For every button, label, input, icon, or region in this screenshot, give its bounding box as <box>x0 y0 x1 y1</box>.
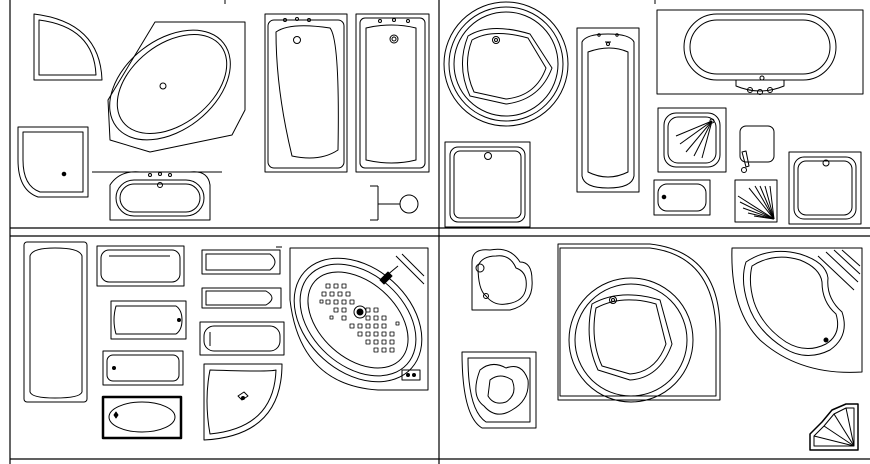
corner-oval-bath <box>107 21 246 153</box>
kidney-corner-spa <box>471 248 533 311</box>
tall-rect-bath <box>576 27 640 193</box>
round-whirlpool-bath <box>443 1 569 127</box>
shower-tray-with-fan <box>657 107 727 173</box>
tall-plain-bath <box>23 241 88 403</box>
oval-bath-with-taps <box>656 9 864 95</box>
corner-round-spa-small <box>461 351 537 429</box>
quarter-shower-tray <box>33 13 103 81</box>
corner-leaf-bath <box>203 363 283 441</box>
wall-mixer-tap <box>370 185 419 221</box>
rect-bath-left <box>355 13 430 173</box>
corner-fan-tray <box>734 179 778 223</box>
round-spa-large <box>557 243 721 403</box>
stepped-corner-shower <box>809 403 859 451</box>
panel-grid <box>9 0 870 464</box>
small-corner-basin <box>739 125 775 173</box>
square-shower-tray-small <box>788 151 862 225</box>
quadrant-shower-tray <box>17 126 89 198</box>
oval-freestanding-bath <box>92 171 222 221</box>
jet-grid <box>319 283 400 353</box>
rect-bath-right <box>264 13 348 173</box>
corner-jacuzzi <box>289 247 429 391</box>
kidney-bath-large <box>731 247 863 373</box>
bath-stack-small <box>96 245 285 440</box>
rect-basin-small <box>653 179 711 216</box>
square-shower-tray-large <box>444 141 531 228</box>
